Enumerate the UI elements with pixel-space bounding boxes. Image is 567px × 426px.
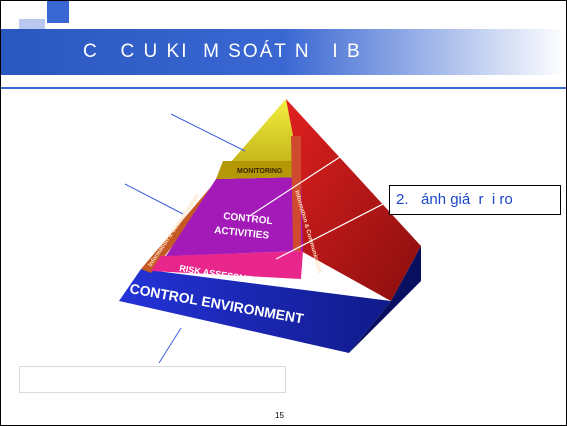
- callout-control-environment: 1. Môi tr ng ki m soát: [19, 366, 286, 393]
- monitoring-label: MONITORING: [237, 168, 283, 175]
- control-activities-label-1: CONTROL: [223, 211, 273, 227]
- title-bar: [1, 29, 566, 75]
- arrow-risk: [275, 200, 390, 260]
- control-activities-band: [166, 177, 303, 256]
- risk-assessment-band: [151, 251, 303, 279]
- control-environment-band: [119, 269, 391, 353]
- arrow-monitoring: [170, 113, 246, 152]
- slide-title: C C U KI M SOÁT N I B: [83, 41, 362, 62]
- monitoring-top: [216, 99, 301, 179]
- arrow-control-activities: [250, 152, 347, 216]
- callout-risk-assessment: 2. ánh giá r i ro: [389, 185, 561, 215]
- monitoring-band: [216, 161, 301, 179]
- arrow-control-environment: [158, 327, 182, 364]
- info-band-right: [291, 136, 301, 251]
- arrow-information: [124, 183, 184, 215]
- decor-square: [47, 1, 69, 23]
- title-underline: [1, 87, 566, 89]
- page-number: 15: [275, 411, 284, 420]
- pyramid-right-face: [286, 99, 421, 301]
